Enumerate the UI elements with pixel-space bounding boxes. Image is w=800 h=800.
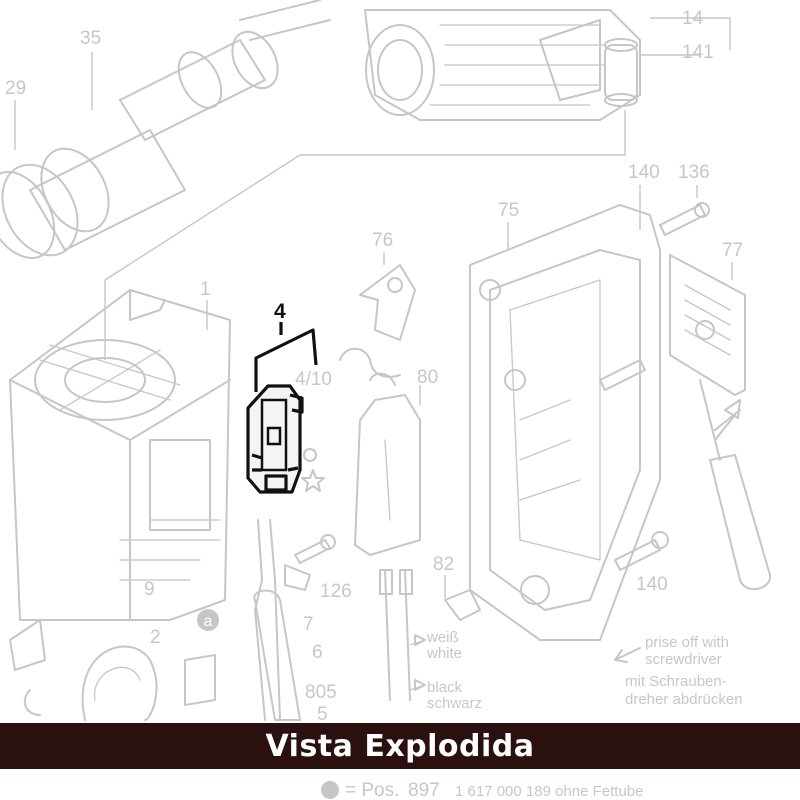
title-banner: Vista Explodida xyxy=(0,723,800,769)
label-77: 77 xyxy=(722,240,743,261)
label-35: 35 xyxy=(80,28,101,49)
label-29: 29 xyxy=(5,78,26,99)
cable-wires xyxy=(253,519,426,721)
screw-136 xyxy=(659,185,710,236)
star-mark xyxy=(301,469,325,492)
label-140-bottom: 140 xyxy=(636,574,668,595)
note-pry-2: screwdriver xyxy=(645,651,722,668)
part-2-cable xyxy=(9,619,216,721)
note-black-en: black xyxy=(427,679,463,696)
footer-part-code: 1 617 000 189 ohne Fettube xyxy=(455,783,644,800)
banner-title: Vista Explodida xyxy=(265,728,535,764)
part-labels: 14 141 35 29 140 136 75 76 77 1 4/10 80 … xyxy=(5,8,743,725)
motor-housing-top xyxy=(364,9,641,121)
label-141: 141 xyxy=(682,42,714,63)
label-136: 136 xyxy=(678,162,710,183)
note-black-de: schwarz xyxy=(427,695,482,712)
bushing-141 xyxy=(604,17,731,107)
note-pry-1: prise off with xyxy=(645,634,729,651)
footer-note: = Pos. 897 1 617 000 189 ohne Fettube xyxy=(345,780,644,800)
handle-cover-75 xyxy=(469,204,661,641)
leader-part-4 xyxy=(254,322,318,392)
assembly-guide-line xyxy=(104,110,626,360)
screwdriver xyxy=(699,379,772,590)
label-126: 126 xyxy=(320,581,352,602)
note-pry-4: dreher abdrücken xyxy=(625,691,743,708)
label-80: 80 xyxy=(417,367,438,388)
part-82 xyxy=(444,575,481,621)
label-7: 7 xyxy=(303,614,314,635)
switch-component xyxy=(246,384,304,494)
symbol-a: a xyxy=(197,609,219,631)
highlighted-part-4: 4 xyxy=(246,300,318,494)
label-82: 82 xyxy=(433,554,454,575)
screw-140-bottom xyxy=(599,359,669,571)
label-1: 1 xyxy=(200,279,211,300)
pry-arrow xyxy=(614,647,641,663)
note-white-de: weiß xyxy=(426,629,459,646)
part-77 xyxy=(669,254,746,396)
housing-1 xyxy=(9,289,231,621)
part-80 xyxy=(339,347,421,556)
part-76 xyxy=(359,252,416,341)
label-part-4: 4 xyxy=(274,300,286,323)
screw-126 xyxy=(284,534,336,591)
note-white-en: white xyxy=(426,645,462,662)
footer-pos-number: 897 xyxy=(408,780,440,800)
label-9: 9 xyxy=(144,579,155,600)
label-2: 2 xyxy=(150,627,161,648)
label-805: 805 xyxy=(305,682,337,703)
shaft-assembly xyxy=(0,0,331,259)
footer-pos-text: = Pos. xyxy=(345,780,399,800)
label-76: 76 xyxy=(372,230,393,251)
pry-note: prise off with screwdriver mit Schrauben… xyxy=(625,634,743,708)
label-5: 5 xyxy=(317,704,328,725)
label-140: 140 xyxy=(628,162,660,183)
note-pry-3: mit Schrauben- xyxy=(625,673,727,690)
label-6: 6 xyxy=(312,642,323,663)
footer-dot xyxy=(321,781,339,799)
label-75: 75 xyxy=(498,200,519,221)
label-4-10: 4/10 xyxy=(295,369,332,390)
label-14: 14 xyxy=(682,8,704,29)
svg-text:a: a xyxy=(204,613,213,630)
wire-notes: weiß white black schwarz xyxy=(426,629,482,712)
background-parts: a 14 141 35 29 140 136 75 76 77 1 4/10 8… xyxy=(0,0,772,800)
